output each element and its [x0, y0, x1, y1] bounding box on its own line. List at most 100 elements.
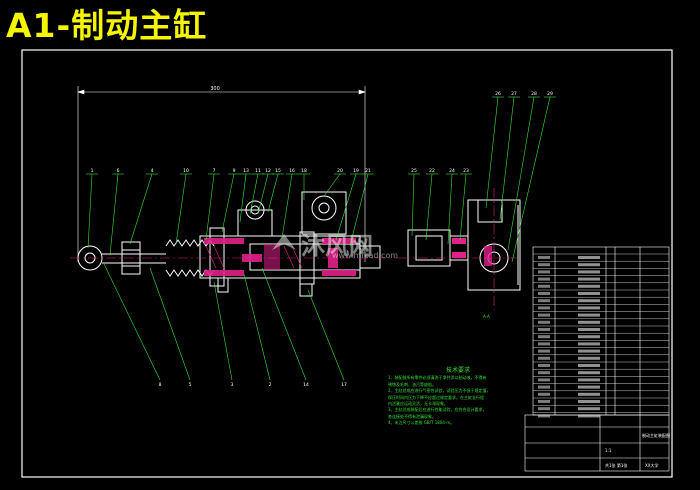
callout-label: 14	[303, 382, 309, 388]
watermark-logo-icon	[272, 233, 296, 250]
leader-line	[129, 173, 153, 245]
leader-lines	[86, 96, 556, 381]
leader-line	[281, 173, 293, 239]
section-hatch-lines	[205, 245, 303, 269]
bom-cell-mark	[538, 407, 550, 411]
bom-cell-mark	[538, 306, 550, 310]
tech-line: 1、装配前所有零件必须清洗干净并涂以制动液，不得有	[388, 375, 487, 381]
bom-cell-mark	[578, 306, 600, 310]
tech-line: 各连接处不得有泄漏现象。	[388, 413, 436, 419]
bom-fill	[538, 256, 600, 418]
bom-cell-mark	[578, 284, 600, 288]
callout-label: 23	[463, 168, 469, 174]
callout-label: 9	[233, 168, 236, 174]
bom-cell-mark	[578, 320, 600, 324]
leader-line	[511, 96, 551, 263]
bom-cell-mark	[538, 385, 550, 389]
leader-line	[249, 173, 259, 215]
callout-label: 25	[411, 168, 417, 174]
bom-cell-mark	[578, 400, 600, 403]
scale-value: 1:1	[605, 448, 612, 453]
bom-cell-mark	[578, 407, 600, 411]
bom-cell-mark	[578, 385, 600, 389]
callout-label: 8	[159, 382, 162, 388]
bom-cell-mark	[578, 256, 600, 259]
bom-cell-mark	[538, 313, 550, 317]
bom-cell-mark	[578, 342, 600, 346]
leader-line	[349, 173, 369, 247]
callout-label: 16	[289, 168, 295, 174]
technical-requirements: 技术要求 1、装配前所有零件必须清洗干净并涂以制动液，不得有 锈蚀及毛刺、油污等…	[388, 367, 528, 427]
overall-dimension	[77, 86, 366, 262]
callout-label: 18	[301, 168, 307, 174]
callout-label: 13	[243, 168, 249, 174]
callout-label: 28	[531, 91, 537, 97]
leader-line	[205, 173, 215, 241]
callout-label: 21	[365, 168, 371, 174]
drawing-border	[21, 49, 673, 478]
bom-cell-mark	[538, 284, 550, 288]
callout-label: 24	[449, 168, 455, 174]
drawing-name: 制动主缸装配图	[642, 432, 670, 438]
bom-cell-mark	[538, 400, 550, 403]
bom-cell-mark	[578, 364, 600, 367]
leader-line	[447, 173, 453, 245]
bom-cell-mark	[578, 414, 600, 418]
bom-cell-mark	[538, 299, 550, 303]
school-name: XX大学	[645, 462, 658, 468]
watermark: 沐风网 www.mfcad.com	[270, 226, 398, 261]
bom-cell-mark	[538, 371, 550, 375]
callout-label: 6	[117, 168, 120, 174]
callout-label: 12	[265, 168, 271, 174]
leader-line	[213, 281, 233, 381]
callout-label: 17	[341, 382, 347, 388]
bom-cell-mark	[578, 392, 600, 396]
outlet-hatch	[452, 238, 492, 266]
bom-cell-mark	[578, 263, 600, 267]
bom-cell-mark	[538, 349, 550, 353]
tech-line: 2、主缸总成应进行气密性试验，试验压力不低于规定值，	[388, 388, 491, 394]
tech-line: 保压时间内压力下降不应超过规定要求。在主缸全行程	[388, 394, 484, 400]
bom-cell-mark	[578, 277, 600, 281]
callout-label: 26	[495, 91, 501, 97]
leader-line	[323, 173, 341, 197]
leader-line	[459, 173, 467, 241]
tech-line: 内活塞应运动灵活，无卡滞现象。	[388, 401, 448, 407]
bom-cell-mark	[578, 328, 600, 331]
bom-cell-mark	[538, 356, 550, 360]
leader-line	[261, 267, 307, 381]
bom-cell-mark	[538, 414, 550, 418]
leader-line	[257, 173, 269, 215]
leader-line	[239, 173, 247, 223]
tech-line: 4、未注尺寸公差按 GB/T 1804-m。	[388, 420, 455, 426]
leader-line	[485, 96, 499, 209]
callout-label: 27	[511, 91, 517, 97]
callout-label: 10	[183, 168, 189, 174]
bom-cell-mark	[538, 256, 550, 259]
bom-cell-mark	[578, 270, 600, 274]
callout-label: 1	[91, 168, 94, 174]
leader-line	[175, 173, 187, 245]
bom-cell-mark	[538, 342, 550, 346]
bom-cell-mark	[538, 277, 550, 281]
bom-cell-mark	[578, 371, 600, 375]
leader-line	[87, 173, 93, 249]
watermark-url: www.mfcad.com	[332, 251, 399, 260]
bom-cell-mark	[538, 292, 550, 295]
bom-cell-mark	[578, 299, 600, 303]
bom-cell-mark	[538, 378, 550, 382]
callout-label: 4	[151, 168, 154, 174]
bom-cell-mark	[578, 335, 600, 339]
title-block	[524, 246, 670, 472]
callout-label: 20	[337, 168, 343, 174]
leader-line	[149, 267, 191, 381]
callout-label: 3	[231, 382, 234, 388]
bom-cell-mark	[538, 392, 550, 396]
sheet-info: 共1张 第1张	[605, 462, 627, 468]
bom-cell-mark	[538, 328, 550, 331]
callout-label: 15	[275, 168, 281, 174]
bom-cell-mark	[538, 270, 550, 274]
leader-line	[425, 173, 433, 241]
